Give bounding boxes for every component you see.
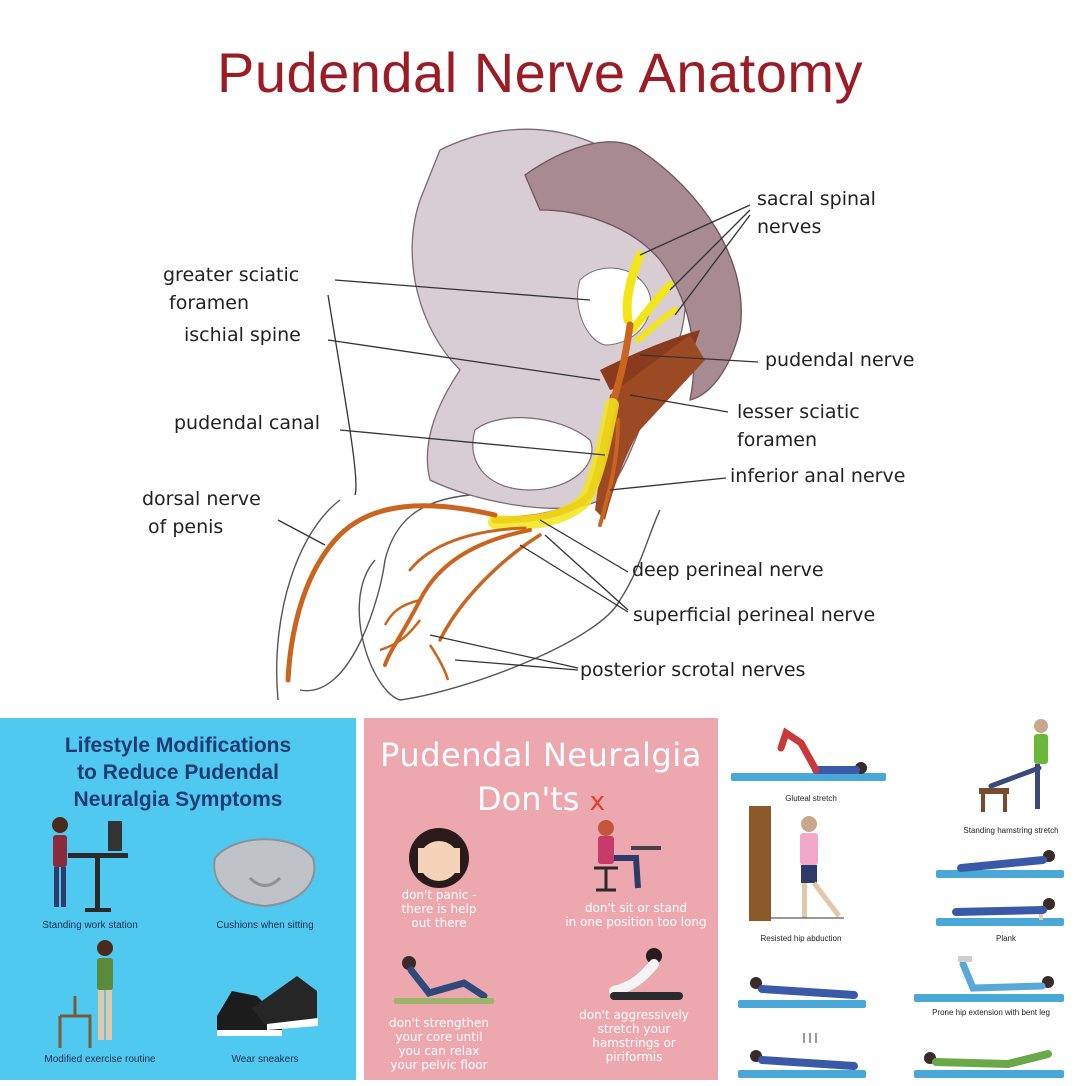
x-mark-icon: x (589, 787, 606, 817)
label-lesser-sciatic-foramen-1: lesser sciatic (737, 401, 860, 423)
seat-cushion-icon (213, 838, 316, 908)
sacral-nerve-3 (635, 307, 678, 343)
scrotal-branch-3 (383, 598, 421, 626)
lifestyle-title-line-1: Lifestyle Modifications (64, 734, 292, 757)
sneakers-icon (217, 976, 318, 1036)
label-dorsal-nerve-1: dorsal nerve (142, 488, 261, 510)
lifestyle-title: Lifestyle Modifications to Reduce Pudend… (0, 732, 356, 813)
sacral-nerve-1 (622, 250, 645, 325)
label-superficial-perineal-nerve: superficial perineal nerve (633, 604, 876, 626)
prone-hip-extension-figure (958, 956, 1054, 992)
label-pudendal-nerve: pudendal nerve (765, 349, 915, 371)
side-lying-figure-2 (750, 1033, 858, 1070)
lifestyle-title-line-3: Neuralgia Symptoms (73, 788, 283, 811)
page-title: Pudendal Nerve Anatomy (216, 41, 864, 104)
exercise-mat (914, 1070, 1064, 1078)
sitting-desk-icon (594, 820, 661, 892)
standing-desk-icon (52, 817, 128, 912)
label-sacral-spinal-nerves-2: nerves (757, 216, 822, 238)
perineal-branch-1 (383, 528, 532, 667)
panic-person-icon (409, 828, 469, 888)
scrotal-branch-1 (379, 619, 421, 652)
scrotal-branch-2 (428, 644, 450, 681)
exercise-caption-2: Standing hamstring stretch (963, 826, 1059, 835)
obturator-foramen (472, 417, 593, 491)
exercise-caption-4: Plank (995, 934, 1016, 943)
lifestyle-title-line-2: to Reduce Pudendal (77, 761, 279, 784)
label-posterior-scrotal-nerves: posterior scrotal nerves (580, 659, 806, 681)
exercises-panel: Gluteal stretch Standing hamstring stret… (726, 718, 1080, 1080)
label-greater-sciatic-foramen-1: greater sciatic (163, 264, 300, 286)
standing-hamstring-figure (979, 719, 1048, 812)
exercise-mat (936, 870, 1064, 878)
plank-figure-1 (957, 850, 1055, 872)
label-inferior-anal-nerve: inferior anal nerve (730, 465, 906, 487)
leader-lines (277, 204, 759, 671)
exercise-caption-3: Resisted hip abduction (760, 934, 842, 943)
label-deep-perineal-nerve: deep perineal nerve (632, 559, 824, 581)
exercise-caption-1: Gluteal stretch (785, 794, 837, 803)
label-greater-sciatic-foramen-2: foramen (169, 292, 250, 314)
lifestyle-caption-4: Wear sneakers (231, 1054, 299, 1065)
pudendal-anatomy-illustration (276, 128, 759, 701)
donts-title-word: Don'ts (476, 780, 580, 818)
sacral-nerve-2 (628, 281, 674, 334)
dorsal-nerve-shape (285, 503, 498, 683)
lifestyle-caption-2: Cushions when sitting (216, 920, 314, 931)
sacrospinous-ligament (600, 330, 700, 390)
sacrotuberous-ligament (595, 335, 705, 520)
label-dorsal-nerve-2: of penis (148, 516, 224, 538)
plank-figure-2 (952, 898, 1055, 920)
donts-panel: Pudendal Neuralgia Don'ts x don't panic … (364, 718, 718, 1080)
exercise-mat (731, 773, 886, 781)
resisted-hip-abduction-figure (749, 806, 844, 921)
inferior-anal-nerve-shape (598, 418, 620, 527)
pudendal-canal-shape (488, 398, 619, 530)
exercise-mat (738, 1000, 866, 1008)
hamstring-stretch-icon (609, 948, 683, 1000)
exercise-mat (936, 918, 1064, 926)
sacrum (524, 141, 742, 401)
exercise-chair-icon (58, 940, 113, 1048)
exercise-mat (738, 1070, 866, 1078)
lifestyle-caption-1: Standing work station (42, 920, 138, 931)
label-lesser-sciatic-foramen-2: foramen (737, 429, 818, 451)
exercise-mat (914, 994, 1064, 1002)
lifestyle-caption-3: Modified exercise routine (44, 1054, 156, 1065)
gluteal-stretch-figure (777, 727, 867, 774)
label-ischial-spine: ischial spine (184, 324, 301, 346)
exercise-caption-5: Prone hip extension with bent leg (932, 1008, 1050, 1017)
label-sacral-spinal-nerves-1: sacral spinal (757, 188, 876, 210)
side-lying-figure-3 (924, 1050, 1052, 1069)
perineal-branch-3 (408, 526, 527, 572)
label-pudendal-canal: pudendal canal (174, 412, 320, 434)
donts-title-line-1: Pudendal Neuralgia (380, 736, 702, 774)
core-exercise-icon (394, 956, 494, 1004)
lifestyle-panel: Lifestyle Modifications to Reduce Pudend… (0, 718, 356, 1080)
perineal-branch-2 (438, 533, 542, 642)
side-lying-figure-1 (750, 977, 858, 999)
donts-title-line-2: Don'ts x (364, 780, 718, 818)
